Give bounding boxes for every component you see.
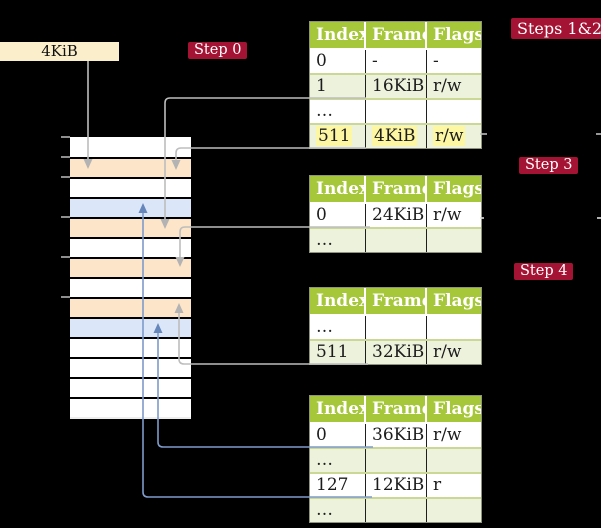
cell-frame bbox=[366, 229, 427, 252]
cell-frame: 36KiB bbox=[366, 424, 427, 447]
table-row: … bbox=[310, 447, 481, 472]
arrow-table1-entry511-to-frame-4kib bbox=[175, 147, 366, 160]
column-header: Flags bbox=[433, 179, 481, 199]
physical-memory-stack bbox=[70, 137, 191, 419]
memory-frame-row bbox=[70, 137, 191, 157]
memory-frame-row bbox=[70, 357, 191, 377]
cell-index: 511 bbox=[310, 341, 366, 364]
cell-frame: 32KiB bbox=[366, 341, 427, 364]
memory-frame-row bbox=[70, 337, 191, 357]
cell-index: … bbox=[310, 449, 366, 472]
cell-flags bbox=[427, 499, 481, 522]
page-table-2: Index Frame Flags 0 24KiB r/w … bbox=[309, 175, 482, 253]
table-row: 0 - - bbox=[310, 48, 481, 73]
column-header: Flags bbox=[433, 25, 481, 45]
table-row-highlighted: 511 4KiB r/w bbox=[310, 123, 481, 148]
column-header: Frame bbox=[366, 22, 427, 48]
cell-flags: r/w bbox=[433, 205, 462, 225]
highlight: 511 bbox=[316, 126, 353, 146]
column-header: Frame bbox=[366, 176, 427, 202]
table-row: 1 16KiB r/w bbox=[310, 73, 481, 98]
cell-flags: - bbox=[433, 51, 439, 71]
frame-size-box: 4KiB bbox=[0, 42, 119, 61]
cell-frame: 4KiB bbox=[366, 125, 427, 148]
step3-badge: Step 3 bbox=[519, 157, 579, 174]
cell-index: … bbox=[310, 229, 366, 252]
column-header: Index bbox=[310, 176, 366, 202]
address-tick bbox=[61, 216, 70, 218]
memory-frame-row bbox=[70, 397, 191, 417]
memory-frame-row bbox=[70, 237, 191, 257]
address-tick bbox=[61, 156, 70, 158]
table-row: 0 36KiB r/w bbox=[310, 422, 481, 447]
cell-frame bbox=[366, 499, 427, 522]
cell-flags bbox=[427, 100, 481, 123]
address-tick bbox=[61, 136, 70, 138]
cell-frame bbox=[366, 316, 427, 339]
table-row: … bbox=[310, 497, 481, 522]
table-header-row: Index Frame Flags bbox=[310, 396, 481, 422]
steps12-badge: Steps 1&2 bbox=[511, 18, 601, 39]
table-row: … bbox=[310, 227, 481, 252]
column-header: Flags bbox=[433, 399, 481, 419]
column-header: Flags bbox=[433, 291, 481, 311]
page-table-3: Index Frame Flags … 511 32KiB r/w bbox=[309, 287, 482, 365]
page-table-4: Index Frame Flags 0 36KiB r/w … 127 12Ki… bbox=[309, 395, 482, 523]
cell-flags bbox=[427, 229, 481, 252]
column-header: Frame bbox=[366, 396, 427, 422]
table-row: 0 24KiB r/w bbox=[310, 202, 481, 227]
highlight: 4KiB bbox=[372, 126, 418, 146]
cell-index: 511 bbox=[310, 125, 366, 148]
step0-badge: Step 0 bbox=[188, 42, 248, 59]
cell-flags bbox=[427, 449, 481, 472]
memory-frame-row bbox=[70, 317, 191, 337]
table-header-row: Index Frame Flags bbox=[310, 288, 481, 314]
table-header-row: Index Frame Flags bbox=[310, 22, 481, 48]
memory-frame-row bbox=[70, 257, 191, 277]
column-header: Index bbox=[310, 288, 366, 314]
cell-flags bbox=[427, 316, 481, 339]
table-row: 511 32KiB r/w bbox=[310, 339, 481, 364]
table-row: 127 12KiB r bbox=[310, 472, 481, 497]
address-tick bbox=[61, 296, 70, 298]
address-tick bbox=[61, 256, 70, 258]
cell-index: 0 bbox=[310, 424, 366, 447]
cell-frame bbox=[366, 100, 427, 123]
cell-index: … bbox=[310, 100, 366, 123]
table-header-row: Index Frame Flags bbox=[310, 176, 481, 202]
column-header: Frame bbox=[366, 288, 427, 314]
table-row: … bbox=[310, 98, 481, 123]
table-row: … bbox=[310, 314, 481, 339]
cell-frame: - bbox=[366, 50, 427, 73]
cell-index: 127 bbox=[310, 474, 366, 497]
memory-frame-row bbox=[70, 177, 191, 197]
cell-flags: r bbox=[433, 475, 442, 495]
column-header: Index bbox=[310, 396, 366, 422]
memory-frame-row bbox=[70, 297, 191, 317]
cell-index: … bbox=[310, 316, 366, 339]
memory-frame-row bbox=[70, 217, 191, 237]
cell-frame: 16KiB bbox=[366, 75, 427, 98]
cell-flags: r/w bbox=[433, 76, 462, 96]
cell-frame: 12KiB bbox=[366, 474, 427, 497]
cell-index: 1 bbox=[310, 75, 366, 98]
cell-frame bbox=[366, 449, 427, 472]
cell-index: 0 bbox=[310, 204, 366, 227]
cell-flags: r/w bbox=[427, 125, 481, 148]
cell-index: 0 bbox=[310, 50, 366, 73]
cell-frame: 24KiB bbox=[366, 204, 427, 227]
cell-flags: r/w bbox=[433, 342, 462, 362]
memory-frame-row bbox=[70, 377, 191, 397]
memory-frame-row bbox=[70, 197, 191, 217]
memory-frame-row bbox=[70, 277, 191, 297]
memory-frame-row bbox=[70, 157, 191, 177]
highlight: r/w bbox=[433, 126, 466, 146]
page-table-1: Index Frame Flags 0 - - 1 16KiB r/w … 51… bbox=[309, 21, 482, 149]
column-header: Index bbox=[310, 22, 366, 48]
cell-index: … bbox=[310, 499, 366, 522]
address-tick bbox=[61, 176, 70, 178]
cell-flags: r/w bbox=[433, 425, 462, 445]
step4-badge: Step 4 bbox=[514, 263, 574, 280]
